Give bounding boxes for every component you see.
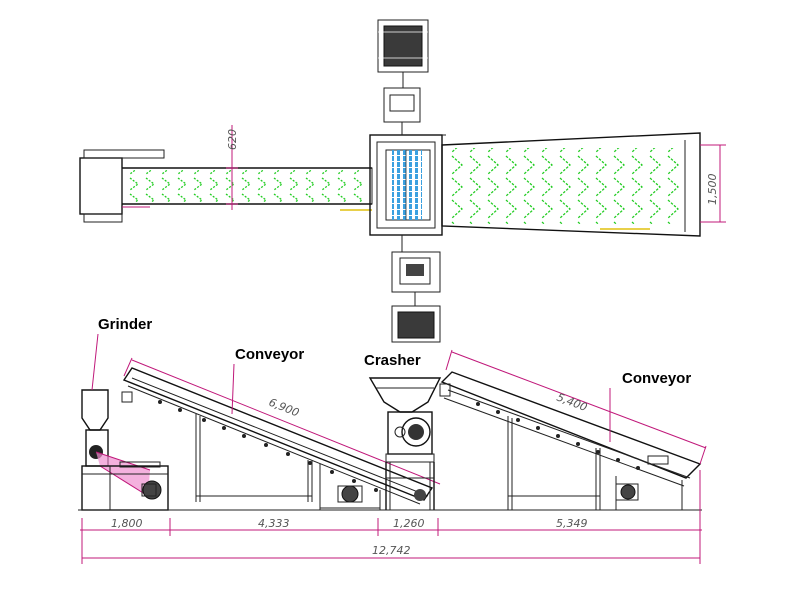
right-conveyor-rollers	[476, 402, 640, 470]
segment-1-length: 1,800	[111, 517, 143, 530]
right-conveyor-elevation: 5,400	[439, 349, 707, 510]
plan-wide-belt-width-label: 1,500	[706, 174, 719, 206]
segment-3-length: 1,260	[393, 517, 425, 530]
crasher-machine	[368, 377, 442, 510]
plan-left-conveyor	[79, 149, 373, 223]
grinder-machine	[81, 389, 169, 511]
segment-dimensions: 1,800 4,333 1,260 5,349	[80, 470, 702, 564]
plan-dimension-620: 620	[226, 125, 239, 210]
plan-bottom-drive	[391, 235, 441, 343]
conveyor-left-leader	[231, 363, 235, 415]
plan-belt-width-label: 620	[226, 129, 239, 150]
left-conveyor-rollers	[158, 400, 378, 492]
grinder-label: Grinder	[98, 316, 153, 333]
right-conveyor-length: 5,400	[555, 391, 589, 414]
plan-crusher-box	[369, 134, 446, 236]
segment-4-length: 5,349	[556, 517, 588, 530]
total-dimension: 12,742	[82, 544, 700, 559]
grinder-leader	[91, 333, 99, 391]
plan-right-conveyor	[441, 132, 701, 237]
conveyor-left-label: Conveyor	[235, 346, 305, 363]
left-conveyor-elevation: 6,900	[121, 357, 441, 510]
conveyor-right-label: Conveyor	[622, 370, 692, 387]
total-length: 12,742	[372, 544, 411, 557]
plan-top-drive	[377, 19, 429, 135]
plan-dimension-1500: 1,500	[700, 144, 726, 223]
plan-view: 620 1,500	[79, 19, 726, 343]
crasher-label: Crasher	[364, 352, 421, 369]
segment-2-length: 4,333	[258, 517, 290, 530]
